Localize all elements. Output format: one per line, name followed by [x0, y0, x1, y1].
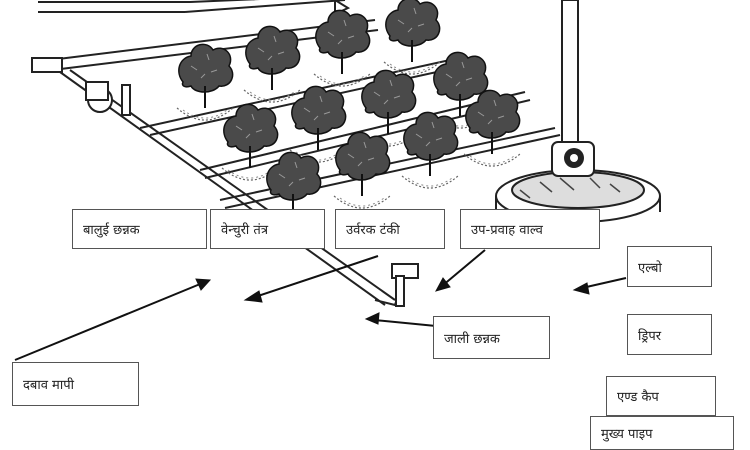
overhead-frame [38, 0, 351, 16]
label-pressure-gauge: दबाव मापी [12, 362, 139, 406]
label-sand-filter: बालुई छन्नक [72, 209, 207, 249]
label-venturi: वेन्चुरी तंत्र [210, 209, 325, 249]
pointer-arrows [14, 249, 627, 361]
label-flow-valve: उप-प्रवाह वाल्व [460, 209, 600, 249]
pressure-gauge-device [85, 81, 131, 116]
label-end-cap: एण्ड कैप [606, 376, 716, 416]
label-screen-filter: जाली छन्नक [433, 316, 550, 359]
label-fertilizer-tank: उर्वरक टंकी [335, 209, 445, 249]
screen-filter-device [391, 263, 419, 307]
label-main-pipe: मुख्य पाइप [590, 416, 734, 450]
well-and-pump [495, 0, 661, 223]
label-elbow: एल्बो [627, 246, 712, 287]
label-dripper: ड्रिपर [627, 314, 712, 355]
